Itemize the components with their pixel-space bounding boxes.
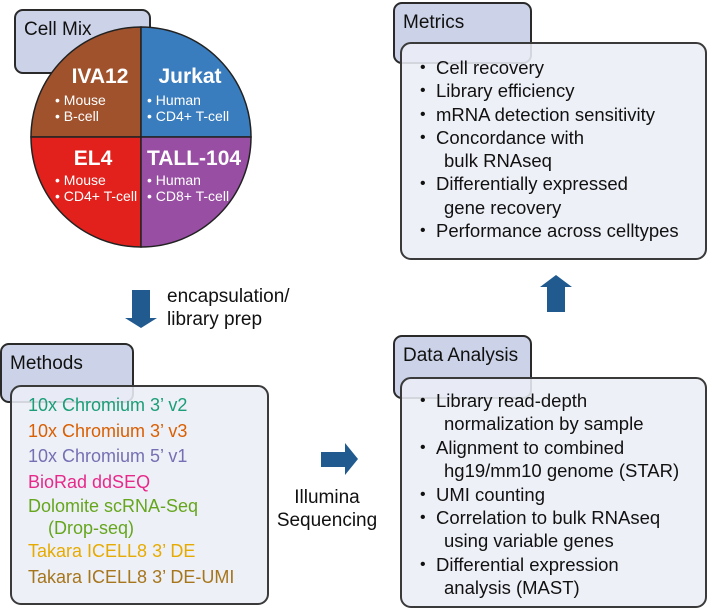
methods-panel: 10x Chromium 3’ v2 10x Chromium 3’ v3 10… <box>10 385 269 605</box>
iva12-species: • Mouse <box>55 92 106 108</box>
quadrant-iva12 <box>30 26 142 138</box>
sequencing-label: Sequencing <box>276 510 378 531</box>
metric-item: Cell recovery <box>416 56 705 80</box>
method-10x-3v3: 10x Chromium 3’ v3 <box>28 420 188 441</box>
method-10x-5v1: 10x Chromium 5’ v1 <box>28 446 188 466</box>
quadrant-tall104 <box>140 136 252 248</box>
sequencing-caption: Illumina Sequencing <box>273 486 381 532</box>
tall104-label: TALL-104 <box>147 147 241 170</box>
method-biorad: BioRad ddSEQ <box>28 471 151 492</box>
tall104-species: • Human <box>147 172 201 188</box>
cell-mix-pie: IVA12 • Mouse • B-cell Jurkat • Human • … <box>30 26 252 248</box>
method-icell8-de: Takara ICELL8 3’ DE <box>28 541 196 561</box>
encapsulation-label: encapsulation/ <box>167 286 290 307</box>
jurkat-label: Jurkat <box>158 65 221 88</box>
down-arrow-icon <box>125 290 157 328</box>
el4-species: • Mouse <box>55 172 106 188</box>
analysis-item: UMI counting <box>416 483 705 507</box>
metric-item: mRNA detection sensitivity <box>416 103 705 127</box>
library-prep-label: library prep <box>167 309 263 330</box>
iva12-label: IVA12 <box>72 65 129 88</box>
right-arrow-icon <box>321 443 358 475</box>
quadrant-el4 <box>30 136 142 248</box>
tall104-type: • CD8+ T-cell <box>147 188 229 204</box>
method-10x-3v2: 10x Chromium 3’ v2 <box>28 395 188 415</box>
method-dolomite: Dolomite scRNA-Seq <box>28 496 199 516</box>
data-analysis-title: Data Analysis <box>403 345 519 366</box>
illumina-label: Illumina <box>294 487 360 508</box>
jurkat-type: • CD4+ T-cell <box>147 108 229 124</box>
iva12-type: • B-cell <box>55 108 99 124</box>
method-dropseq: (Drop-seq) <box>48 518 135 538</box>
cell-mix-title: Cell Mix <box>24 19 92 40</box>
quadrant-jurkat <box>140 26 252 138</box>
up-arrow-icon <box>540 275 572 312</box>
jurkat-species: • Human <box>147 92 201 108</box>
encapsulation-caption: encapsulation/ library prep <box>167 285 290 331</box>
el4-type: • CD4+ T-cell <box>55 188 137 204</box>
method-icell8-de-umi: Takara ICELL8 3’ DE-UMI <box>28 566 235 587</box>
metrics-list: Cell recovery Library efficiency mRNA de… <box>416 56 705 243</box>
el4-label: EL4 <box>74 147 113 170</box>
methods-title: Methods <box>10 353 83 374</box>
metric-item: Library efficiency <box>416 79 705 103</box>
metric-item: Performance across celltypes <box>416 219 705 243</box>
metrics-panel: Cell recovery Library efficiency mRNA de… <box>400 42 707 260</box>
metrics-title: Metrics <box>403 12 465 33</box>
